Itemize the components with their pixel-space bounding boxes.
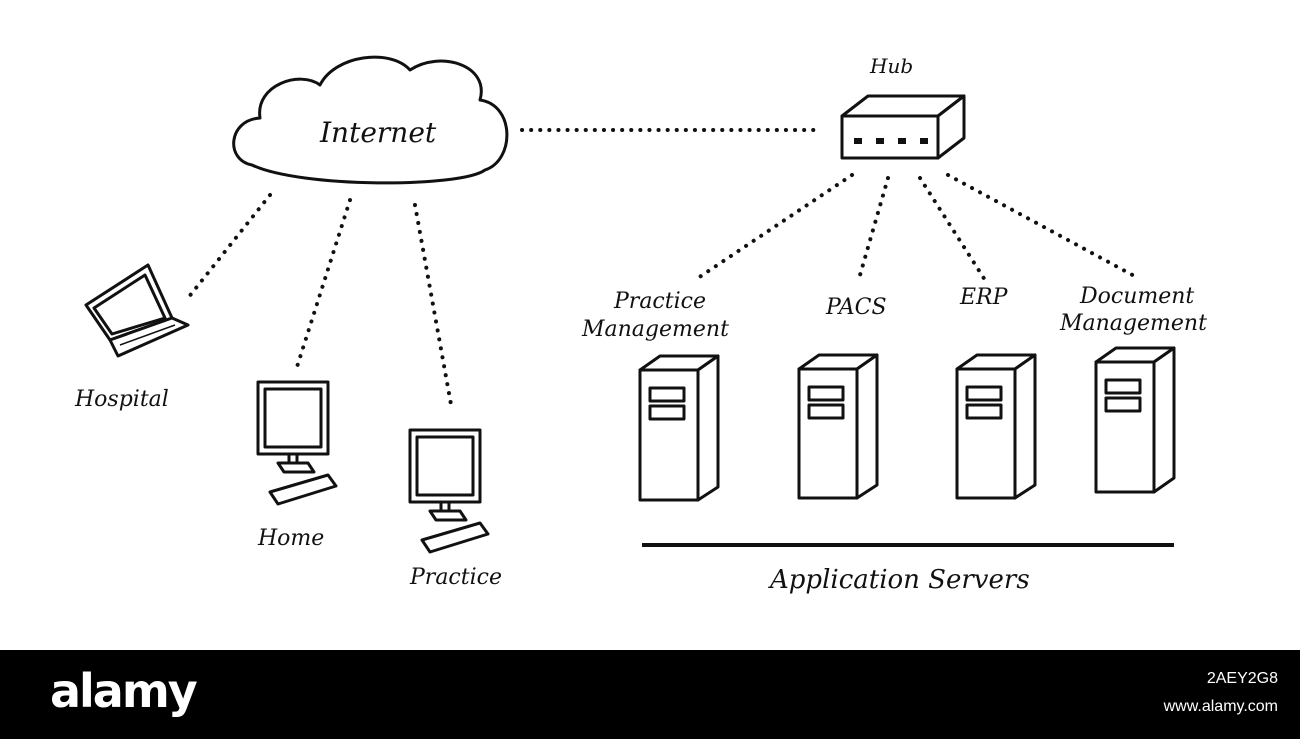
- hub-label: Hub: [869, 54, 913, 78]
- client-label-hospital: Hospital: [74, 387, 169, 412]
- server-label-practice-management-2: Management: [581, 317, 729, 342]
- server-icon: [1094, 346, 1176, 494]
- link-hub-document-management: [946, 173, 1140, 280]
- server-icon: [955, 353, 1037, 500]
- desktop-icon: [256, 380, 338, 506]
- network-diagram: Internet Hub Hospital Home: [74, 54, 1207, 595]
- server-label-erp: ERP: [959, 285, 1009, 310]
- server-label-pacs: PACS: [825, 295, 887, 320]
- client-label-home: Home: [257, 526, 324, 551]
- server-group-label: Application Servers: [768, 565, 1030, 595]
- server-icon: [797, 353, 879, 500]
- image-id: 2AEY2G8: [1206, 670, 1278, 687]
- hub-icon: [840, 94, 966, 160]
- watermark-footer: alamy 2AEY2G8 www.alamy.com: [0, 650, 1300, 739]
- internet-cloud-icon: [232, 55, 509, 185]
- server-label-practice-management-1: Practice: [613, 289, 706, 314]
- desktop-icon: [408, 428, 490, 554]
- link-hub-pacs: [856, 176, 890, 284]
- client-label-practice: Practice: [409, 565, 502, 590]
- link-hub-erp: [918, 176, 987, 282]
- link-hub-practice-management: [696, 173, 854, 280]
- site-url: www.alamy.com: [1163, 698, 1278, 715]
- internet-label: Internet: [319, 116, 437, 149]
- link-internet-hospital: [186, 193, 272, 300]
- laptop-icon: [84, 263, 190, 358]
- alamy-logo: alamy: [50, 664, 198, 718]
- link-internet-home: [294, 198, 352, 372]
- server-label-document-management-2: Management: [1059, 311, 1207, 336]
- server-label-document-management-1: Document: [1079, 284, 1194, 309]
- server-icon: [638, 354, 720, 502]
- link-internet-practice: [413, 203, 454, 412]
